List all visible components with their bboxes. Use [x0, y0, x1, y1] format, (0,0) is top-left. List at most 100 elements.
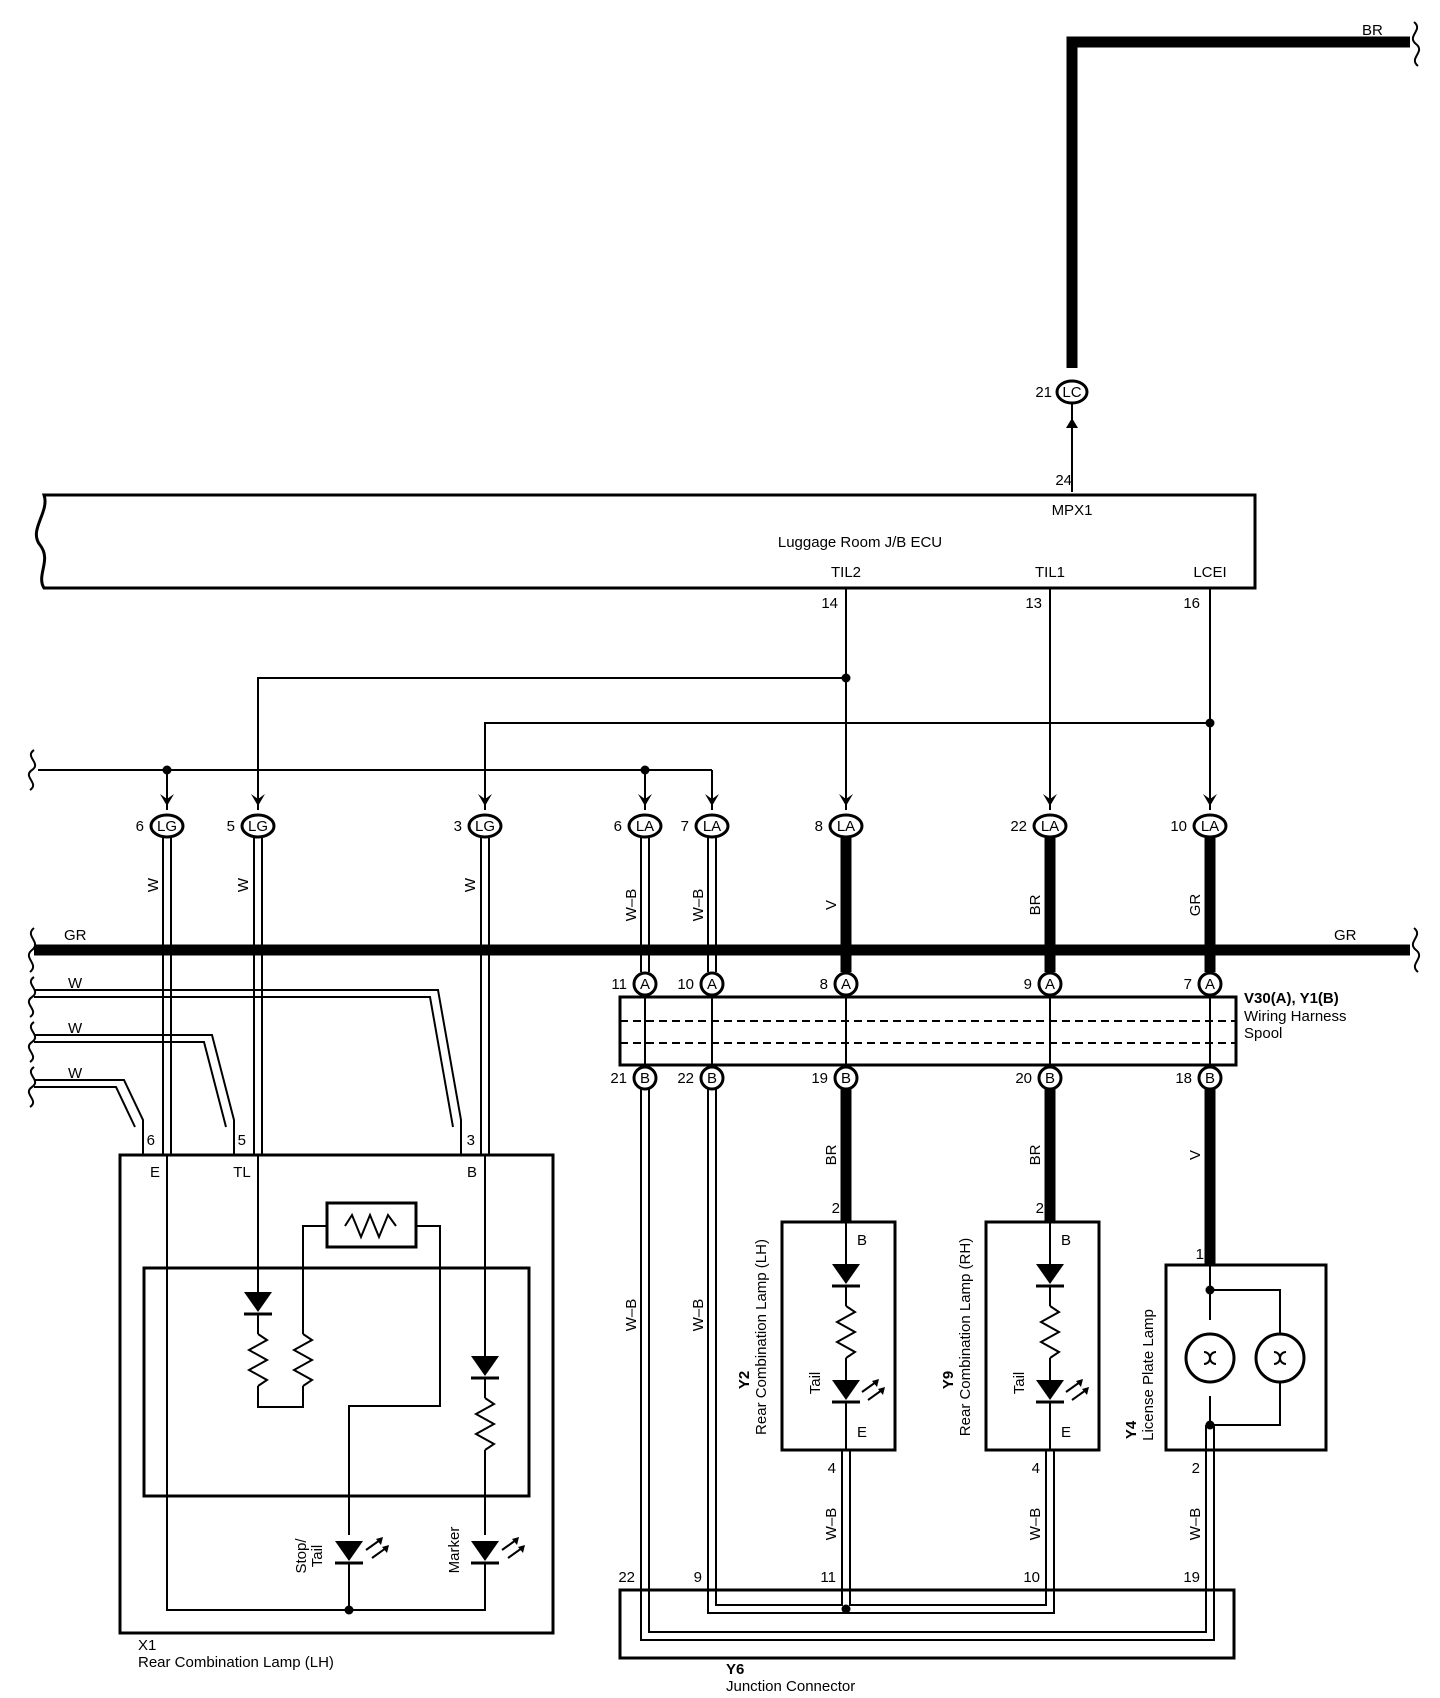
svg-text:Marker: Marker	[446, 1527, 463, 1574]
lg-connector-1: LG 6	[136, 813, 185, 839]
la-connector-5: LA 10	[1170, 813, 1228, 839]
svg-text:W: W	[68, 975, 83, 992]
svg-text:E: E	[150, 1164, 160, 1181]
svg-text:Tail: Tail	[309, 1545, 326, 1568]
ecu-name: Luggage Room J/B ECU	[778, 534, 942, 551]
la-connector-4: LA 22	[1010, 813, 1068, 839]
svg-text:B: B	[1045, 1070, 1055, 1087]
svg-text:W–B: W–B	[690, 1299, 707, 1332]
y4-license-plate-lamp: 1 Y4 License Plate Lamp 2 W–B	[1123, 1246, 1328, 1590]
lc-connector: LC 21	[1035, 379, 1089, 492]
svg-text:4: 4	[1032, 1460, 1040, 1477]
svg-text:LA: LA	[837, 818, 855, 835]
la-connector-1: LA 6	[614, 813, 663, 839]
svg-text:14: 14	[821, 595, 838, 612]
svg-text:W–B: W–B	[1027, 1508, 1044, 1541]
svg-text:13: 13	[1025, 595, 1042, 612]
spool-b-pins: B 21 B 22 B 19 B 20 B 18	[610, 1065, 1223, 1091]
svg-text:B: B	[857, 1232, 867, 1249]
svg-text:TIL1: TIL1	[1035, 564, 1065, 581]
la-connector-3: LA 8	[815, 813, 864, 839]
svg-text:GR: GR	[1334, 927, 1357, 944]
svg-text:LA: LA	[1201, 818, 1219, 835]
svg-text:B: B	[1205, 1070, 1215, 1087]
svg-text:W: W	[68, 1065, 83, 1082]
svg-text:21: 21	[1035, 384, 1052, 401]
lg-connector-3: LG 3	[454, 813, 503, 839]
svg-text:GR: GR	[64, 927, 87, 944]
svg-text:Tail: Tail	[807, 1372, 824, 1395]
svg-text:5: 5	[227, 818, 235, 835]
svg-text:B: B	[640, 1070, 650, 1087]
svg-text:LCEI: LCEI	[1193, 564, 1226, 581]
svg-text:LA: LA	[1041, 818, 1059, 835]
svg-text:Stop/: Stop/	[293, 1538, 310, 1574]
svg-text:2: 2	[1036, 1200, 1044, 1217]
svg-text:W: W	[462, 877, 479, 892]
svg-text:2: 2	[1192, 1460, 1200, 1477]
spool-output-wires: W–B W–B BR BR V	[623, 1089, 1216, 1590]
svg-text:E: E	[1061, 1424, 1071, 1441]
svg-text:22: 22	[677, 1070, 694, 1087]
svg-text:24: 24	[1055, 472, 1072, 489]
svg-text:19: 19	[1183, 1569, 1200, 1586]
svg-text:Y4: Y4	[1123, 1420, 1140, 1439]
svg-text:LG: LG	[157, 818, 177, 835]
svg-text:2: 2	[832, 1200, 840, 1217]
connector-arrows	[160, 794, 1217, 806]
svg-text:Rear Combination Lamp (LH): Rear Combination Lamp (LH)	[753, 1239, 770, 1435]
svg-text:4: 4	[828, 1460, 836, 1477]
svg-text:Rear Combination Lamp (RH): Rear Combination Lamp (RH)	[957, 1238, 974, 1436]
svg-text:10: 10	[677, 976, 694, 993]
svg-text:LG: LG	[475, 818, 495, 835]
svg-text:License Plate Lamp: License Plate Lamp	[1140, 1309, 1157, 1441]
top-br-wire: BR	[1066, 21, 1421, 368]
svg-text:BR: BR	[1027, 1144, 1044, 1165]
svg-text:Y2: Y2	[736, 1371, 753, 1389]
svg-text:A: A	[1205, 976, 1215, 993]
svg-text:11: 11	[611, 976, 627, 993]
svg-text:7: 7	[681, 818, 689, 835]
y2-rear-combination-lamp: 2 B E Tail Y2 Rear Combination Lamp (LH)…	[736, 1200, 897, 1590]
svg-text:W: W	[68, 1020, 83, 1037]
spool-a-pins: A 11 A 10 A 8 A 9 A 7	[611, 971, 1223, 997]
svg-text:9: 9	[694, 1569, 702, 1586]
svg-text:LG: LG	[248, 818, 268, 835]
svg-text:Tail: Tail	[1011, 1372, 1028, 1395]
svg-text:MPX1: MPX1	[1052, 502, 1093, 519]
svg-text:E: E	[857, 1424, 867, 1441]
svg-text:LA: LA	[636, 818, 654, 835]
svg-text:B: B	[841, 1070, 851, 1087]
svg-text:5: 5	[238, 1132, 246, 1149]
x1-name: Rear Combination Lamp (LH)	[138, 1654, 334, 1671]
svg-text:W–B: W–B	[623, 1299, 640, 1332]
svg-text:10: 10	[1170, 818, 1187, 835]
svg-text:V: V	[1187, 1150, 1204, 1160]
svg-text:V30(A), Y1(B): V30(A), Y1(B)	[1244, 990, 1339, 1007]
svg-text:20: 20	[1015, 1070, 1032, 1087]
svg-text:9: 9	[1024, 976, 1032, 993]
y9-rear-combination-lamp: 2 B E Tail Y9 Rear Combination Lamp (RH)…	[940, 1200, 1101, 1590]
x1-id: X1	[138, 1637, 156, 1654]
svg-text:A: A	[707, 976, 717, 993]
svg-text:A: A	[640, 976, 650, 993]
svg-text:18: 18	[1175, 1070, 1192, 1087]
side-w-wires: W W W	[27, 975, 462, 1155]
svg-text:BR: BR	[1362, 22, 1383, 39]
svg-text:B: B	[467, 1164, 477, 1181]
svg-text:19: 19	[811, 1070, 828, 1087]
svg-text:6: 6	[136, 818, 144, 835]
svg-text:BR: BR	[1027, 894, 1044, 915]
svg-text:10: 10	[1023, 1569, 1040, 1586]
svg-text:A: A	[1045, 976, 1055, 993]
y6-id: Y6	[726, 1661, 744, 1678]
svg-text:1: 1	[1196, 1246, 1204, 1263]
svg-text:B: B	[707, 1070, 717, 1087]
svg-text:6: 6	[614, 818, 622, 835]
svg-text:3: 3	[467, 1132, 475, 1149]
svg-text:W: W	[145, 877, 162, 892]
lg-connector-2: LG 5	[227, 813, 276, 839]
svg-text:8: 8	[820, 976, 828, 993]
svg-text:22: 22	[618, 1569, 635, 1586]
la-connector-2: LA 7	[681, 813, 730, 839]
